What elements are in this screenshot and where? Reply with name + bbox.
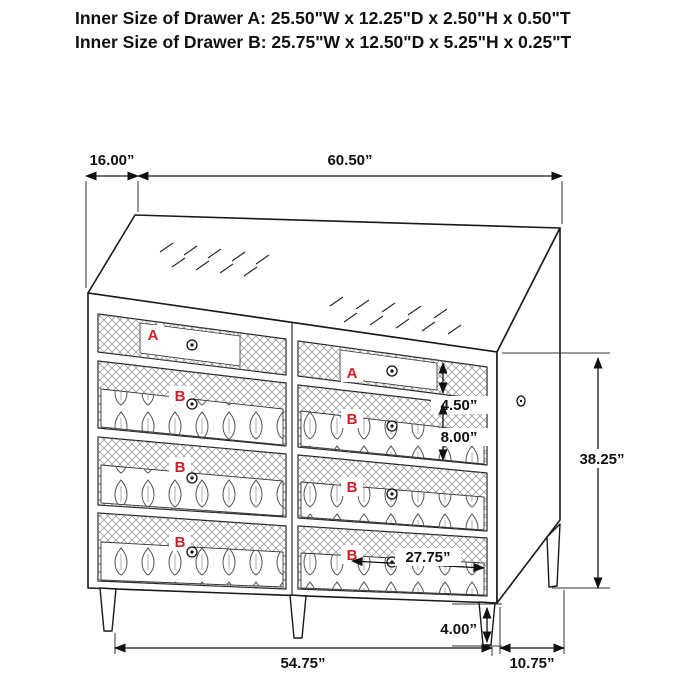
drawer-letter: B [175,388,186,405]
dimension-label: 10.75” [509,655,554,672]
dimension-drawer-b-height: 8.00” [431,402,488,462]
dimension-overall-height: 38.25” [502,352,634,590]
knob-dot [390,492,394,496]
drawer-left-b2: B [97,436,287,518]
pattern-band-goblets [101,465,283,516]
dimension-drawer-inner-width: 27.75” [350,548,486,572]
leg-front-center [289,594,307,639]
drawer-letter: A [347,365,358,382]
dimension-label: 54.75” [280,655,325,672]
wood-grain-ticks-right [329,296,462,335]
dimension-front-width: 54.75” [113,633,494,672]
dimension-label: 4.00” [440,621,477,638]
drawer-letter: B [175,534,186,551]
label-badge [431,428,488,446]
dimension-top-depth: 16.00” [84,152,140,288]
dimension-label: 27.75” [405,549,450,566]
label-badge [142,325,164,344]
extension-lines [114,633,493,656]
pattern-band-goblets [101,389,283,445]
label-badge [570,449,634,468]
label-badge [169,457,191,476]
drawer-left-b3: B [97,512,287,590]
side-knob [516,395,526,407]
drawer-letter: B [347,547,358,564]
dimension-label: 4.50” [441,397,478,414]
extension-lines [499,590,565,654]
drawer-right-b2: B [297,454,488,532]
knob-dot [519,399,523,403]
label-badge [341,477,363,496]
wood-grain-ticks-left [159,242,270,277]
label-badge [395,548,461,566]
knob-dot [190,476,194,480]
label-badge [341,409,363,428]
drawer-letter: A [148,327,159,344]
leg-back-right [546,523,561,588]
title-line-1: Inner Size of Drawer A: 25.50"W x 12.25"… [75,8,571,28]
knob-dot [190,343,194,347]
drawer-letter: B [347,411,358,428]
drawer-left-a: A [97,313,287,376]
title-line-2: Inner Size of Drawer B: 25.75"W x 12.50"… [75,32,571,52]
dimension-label: 60.50” [327,152,372,169]
knob-dot [390,369,394,373]
label-badge [169,532,191,551]
dimension-side-depth: 10.75” [498,590,566,672]
right-side-face [496,227,561,604]
label-badge [169,386,191,405]
knob-dot [190,402,194,406]
dimension-label: 16.00” [89,152,134,169]
label-badge [341,363,363,382]
dimension-top-width: 60.50” [136,152,564,224]
drawer-letter: B [175,459,186,476]
knob-dot [390,424,394,428]
drawer-letter: B [347,479,358,496]
leg-front-left [99,587,117,632]
pattern-band-goblets [101,542,283,587]
dimension-label: 8.00” [441,429,478,446]
knob-dot [190,550,194,554]
drawer-left-b1: B [97,360,287,447]
dimension-label: 38.25” [579,451,624,468]
extension-lines [85,181,139,288]
